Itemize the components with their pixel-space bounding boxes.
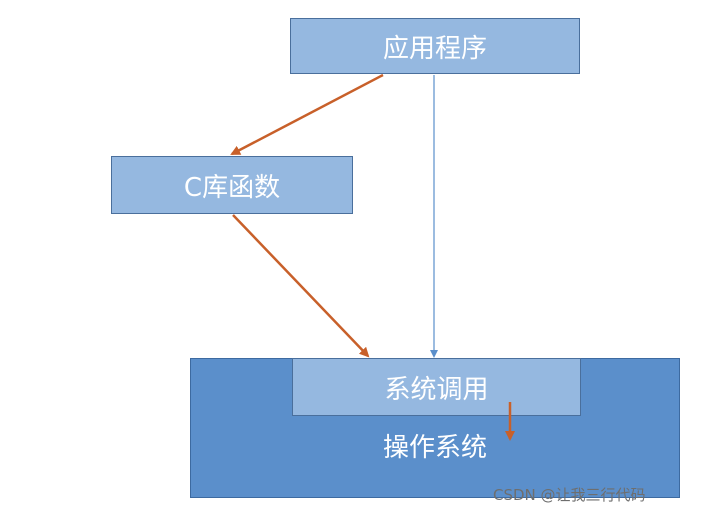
c-library-box: C库函数 bbox=[111, 156, 353, 214]
operating-system-label: 操作系统 bbox=[382, 433, 487, 463]
watermark: CSDN @让我三行代码 bbox=[493, 486, 646, 504]
c-library-label: C库函数 bbox=[183, 172, 281, 203]
system-call-box: 系统调用 bbox=[292, 358, 581, 416]
application-label: 应用程序 bbox=[382, 33, 487, 64]
system-call-label: 系统调用 bbox=[384, 374, 489, 405]
application-box: 应用程序 bbox=[290, 18, 580, 74]
arrow-c-library-to-system-call bbox=[232, 214, 370, 358]
arrow-application-to-c-library bbox=[230, 73, 384, 156]
